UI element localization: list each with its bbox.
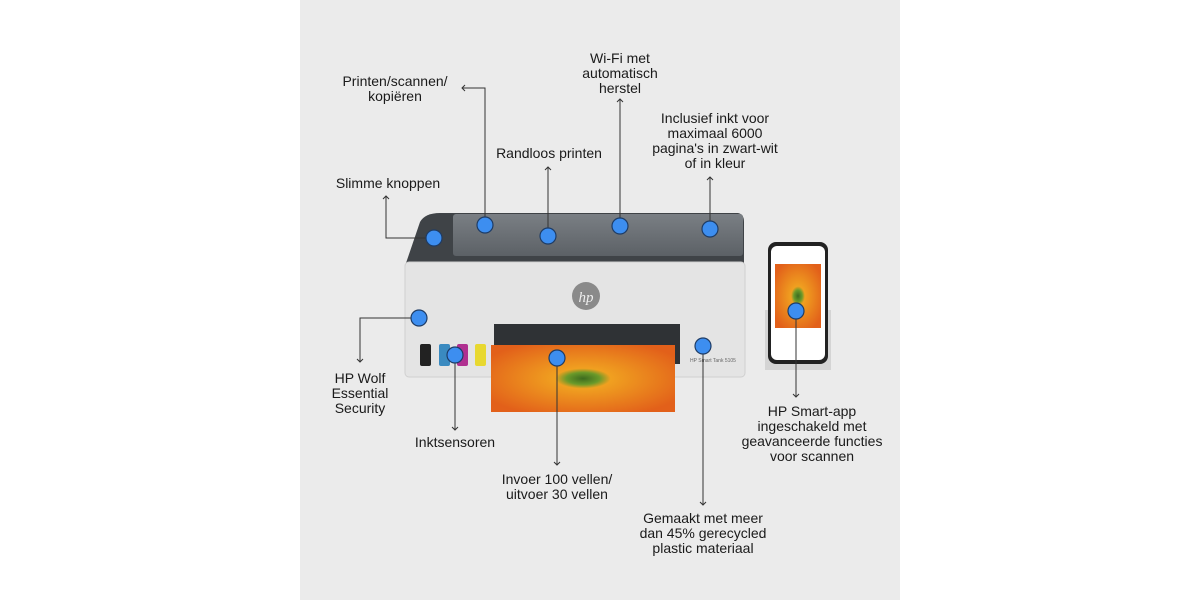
callout-smart-buttons: Slimme knoppen bbox=[335, 175, 441, 191]
hp-logo-text: hp bbox=[579, 290, 595, 306]
callout-dot-paper bbox=[548, 349, 566, 367]
hp-logo bbox=[572, 282, 600, 310]
callout-ink-sensors: Inktsensoren bbox=[414, 434, 496, 450]
ink-tank-black bbox=[420, 344, 431, 366]
callout-dot-app bbox=[787, 302, 805, 320]
callout-dot-print-scan bbox=[476, 216, 494, 234]
ink-tank-yellow bbox=[475, 344, 486, 366]
callout-print-scan-copy: Printen/scannen/kopiëren bbox=[342, 73, 448, 104]
ink-tank-cyan bbox=[439, 344, 450, 366]
callout-dot-ink bbox=[701, 220, 719, 238]
callout-dot-sensors bbox=[446, 346, 464, 364]
scanner-lid bbox=[453, 214, 743, 256]
printed-photo bbox=[491, 345, 675, 412]
callout-lines bbox=[356, 84, 800, 506]
callout-borderless: Randloos printen bbox=[496, 145, 602, 161]
callout-dot-wifi bbox=[611, 217, 629, 235]
callout-dot-wolf bbox=[410, 309, 428, 327]
callout-dot-buttons bbox=[425, 229, 443, 247]
callout-dot-recycled bbox=[694, 337, 712, 355]
callout-dot-borderless bbox=[539, 227, 557, 245]
model-label: HP Smart Tank 5105 bbox=[690, 358, 736, 364]
callout-paper-capacity: Invoer 100 vellen/uitvoer 30 vellen bbox=[501, 471, 613, 502]
